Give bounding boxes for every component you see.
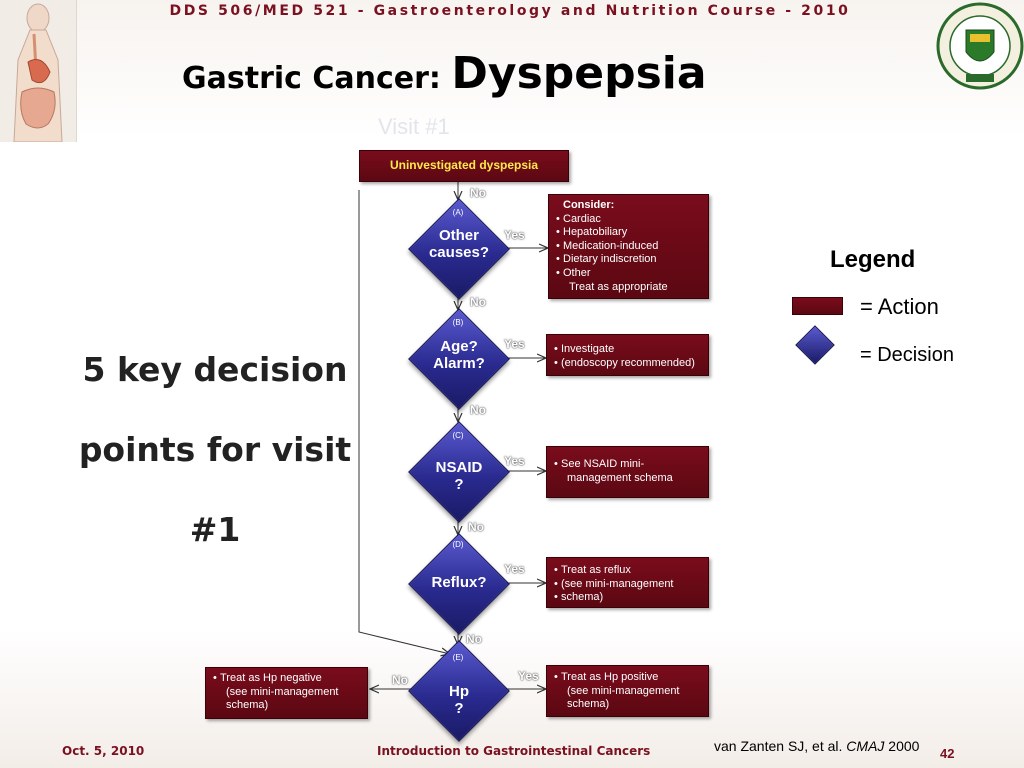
action-a-item: Medication-induced [556,240,702,254]
slide-page-number: 42 [940,746,955,761]
decision-a-line1: Other [438,227,479,244]
action-b-item: (endoscopy recommended) [554,357,702,371]
action-box-a-consider: Consider: Cardiac Hepatobiliary Medicati… [548,194,709,299]
citation-authors: van Zanten SJ, et al. [714,738,847,754]
action-e-no-item: Treat as Hp negative [213,672,361,686]
action-e-no-cont1: (see mini-management [226,685,339,698]
decision-e-label: Hp ? [409,683,509,717]
action-a-item: Cardiac [556,213,702,227]
no-label-a: No [470,186,486,200]
no-label-e: No [466,632,482,646]
legend-decision-label: = Decision [860,344,954,366]
decision-a-line2: causes? [428,244,490,261]
citation-year: 2000 [884,738,920,754]
no-label-d: No [468,520,484,534]
decision-a-letter: (A) [452,208,464,217]
action-box-b-investigate: Investigate (endoscopy recommended) [546,334,709,376]
action-box-e-hp-positive: Treat as Hp positive (see mini-managemen… [546,665,709,717]
action-box-d-reflux: Treat as reflux (see mini-management sch… [546,557,709,608]
footer-citation: van Zanten SJ, et al. CMAJ 2000 [714,738,919,754]
action-a-item: Hepatobiliary [556,226,702,240]
yes-label-e: Yes [518,669,539,683]
decision-d-letter: (D) [452,540,464,549]
action-d-item: (see mini-management [554,578,702,592]
title-topic: Dyspepsia [451,48,707,99]
visit-label: Visit #1 [378,114,450,139]
legend-action-swatch [792,297,843,315]
action-e-yes-cont1: (see mini-management [567,684,680,697]
decision-e-line1: Hp [449,683,469,700]
university-seal-logo [930,0,1024,96]
action-e-yes-cont2: schema) [567,698,610,711]
key-decision-points-text: 5 key decision points for visit #1 [40,330,390,570]
footer-date: Oct. 5, 2010 [62,744,145,758]
citation-journal: CMAJ [846,738,885,754]
yes-label-a: Yes [504,228,525,242]
footer-course-title: Introduction to Gastrointestinal Cancers [377,744,651,758]
slide-title: Gastric Cancer: Dyspepsia [182,48,707,99]
decision-d-line1: Reflux? [431,574,487,591]
no-label-e-left: No [392,673,408,687]
decision-c-line2: ? [454,476,464,493]
action-a-header: Consider: [563,199,615,211]
action-a-item: Dietary indiscretion [556,253,702,267]
action-e-no-cont2: schema) [226,699,269,712]
course-header: DDS 506/MED 521 - Gastroenterology and N… [169,3,851,19]
action-box-c-nsaid: See NSAID mini- management schema [546,446,709,498]
decision-a-label: Other causes? [409,227,509,261]
decision-d-label: Reflux? [409,574,509,591]
action-d-item: schema) [554,591,702,605]
legend-title: Legend [830,246,916,273]
action-a-item: Other [556,267,702,281]
digestive-anatomy-image [0,0,77,143]
start-box-uninvestigated-dyspepsia: Uninvestigated dyspepsia [359,150,569,182]
no-label-c: No [470,403,486,417]
decision-c-label: NSAID ? [409,459,509,493]
title-prefix: Gastric Cancer: [182,61,452,96]
action-box-e-hp-negative: Treat as Hp negative (see mini-managemen… [205,667,368,719]
side-text-line-1: 5 key decision [82,350,348,389]
action-c-cont: management schema [567,471,673,484]
action-c-item: See NSAID mini- [554,458,702,472]
decision-b-line2: Alarm? [433,355,485,372]
decision-c-letter: (C) [452,431,464,440]
side-text-line-3: #1 [189,510,241,549]
action-e-yes-item: Treat as Hp positive [554,671,702,685]
yes-label-c: Yes [504,454,525,468]
side-text-line-2: points for visit [78,430,352,469]
decision-b-line1: Age? [440,338,478,355]
yes-label-d: Yes [504,562,525,576]
legend-action-label: = Action [860,294,939,319]
decision-b-label: Age? Alarm? [409,338,509,372]
decision-b-letter: (B) [452,318,464,327]
action-a-tail: Treat as appropriate [569,280,668,293]
no-label-b: No [470,295,486,309]
decision-e-letter: (E) [452,653,464,662]
decision-c-line1: NSAID [435,459,483,476]
action-d-item: Treat as reflux [554,564,702,578]
decision-e-line2: ? [454,700,464,717]
action-b-item: Investigate [554,343,702,357]
yes-label-b: Yes [504,337,525,351]
